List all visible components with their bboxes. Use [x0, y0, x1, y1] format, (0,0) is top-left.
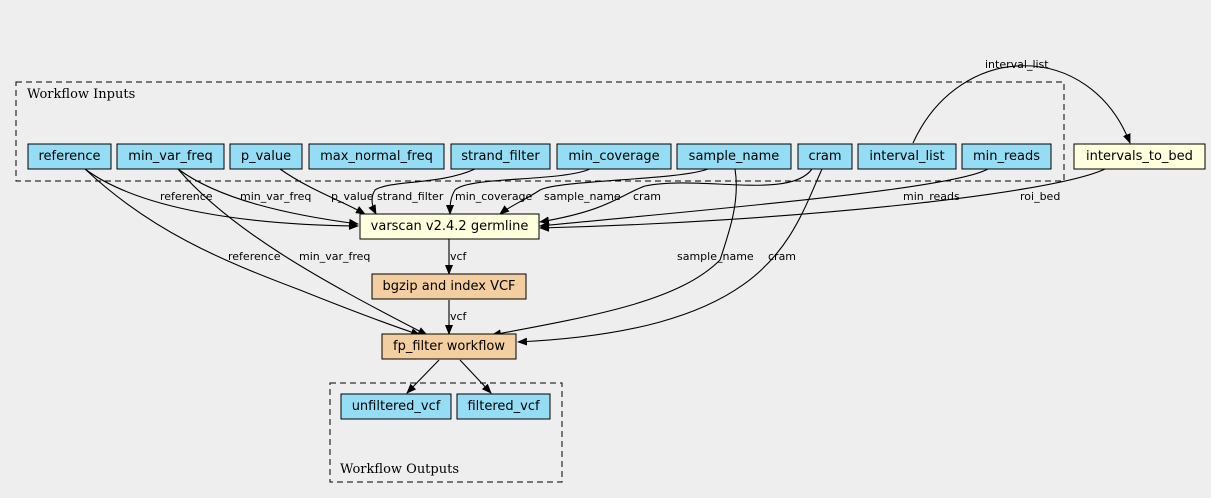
- edge-min-var-freq-to-varscan: [177, 168, 359, 227]
- input-node-min-reads[interactable]: min_reads: [961, 143, 1052, 170]
- workflow-inputs-cluster: Workflow Inputs: [15, 81, 1065, 182]
- node-label: sample_name: [689, 149, 780, 164]
- edge-strand-filter-to-varscan: [368, 168, 476, 215]
- edge-label-min-reads: min_reads: [903, 190, 960, 203]
- edge-p-value-to-varscan: [279, 168, 366, 215]
- edge-label-min-coverage: min_coverage: [455, 190, 533, 203]
- input-node-sample-name[interactable]: sample_name: [676, 143, 792, 170]
- edge-label-cram-2: cram: [768, 250, 796, 263]
- edge-reference-to-varscan: [84, 168, 359, 230]
- edge-label-min-var-freq-2: min_var_freq: [299, 250, 370, 263]
- node-label: cram: [808, 149, 841, 164]
- step-node-intervals-to-bed[interactable]: intervals_to_bed: [1073, 143, 1206, 170]
- edge-fp-filter-to-unfiltered-vcf: [406, 359, 440, 394]
- edge-label-min-var-freq: min_var_freq: [240, 190, 311, 203]
- edge-label-sample-name-2: sample_name: [677, 250, 754, 263]
- node-label: p_value: [241, 149, 291, 164]
- node-label: fp_filter workflow: [393, 339, 505, 354]
- step-node-varscan[interactable]: varscan v2.4.2 germline: [359, 213, 540, 240]
- edge-label-cram: cram: [633, 190, 661, 203]
- node-label: unfiltered_vcf: [352, 399, 441, 414]
- output-node-filtered-vcf[interactable]: filtered_vcf: [456, 393, 551, 420]
- node-label: bgzip and index VCF: [382, 279, 515, 294]
- edge-label-strand-filter: strand_filter: [377, 190, 444, 203]
- input-node-strand-filter[interactable]: strand_filter: [450, 143, 551, 170]
- edge-sample-name-to-varscan: [499, 168, 709, 215]
- edge-min-coverage-to-varscan: [446, 168, 591, 215]
- input-node-cram[interactable]: cram: [797, 143, 853, 170]
- edge-label-vcf: vcf: [450, 250, 468, 263]
- node-label: reference: [38, 149, 100, 164]
- input-node-reference[interactable]: reference: [27, 143, 112, 170]
- node-label: varscan v2.4.2 germline: [371, 219, 529, 234]
- edge-labels: interval_list reference min_var_freq p_v…: [160, 58, 1060, 323]
- step-node-fp-filter[interactable]: fp_filter workflow: [381, 333, 517, 360]
- node-label: filtered_vcf: [467, 399, 540, 414]
- node-label: min_coverage: [568, 149, 659, 164]
- edge-intervals-to-bed-to-varscan: [539, 168, 1106, 232]
- edge-cram-to-fp-filter: [517, 168, 823, 346]
- edge-interval-list-to-intervals-to-bed: [912, 65, 1131, 144]
- node-label: strand_filter: [461, 149, 540, 164]
- workflow-outputs-cluster: Workflow Outputs: [329, 382, 563, 483]
- input-node-p-value[interactable]: p_value: [229, 143, 303, 170]
- edge-fp-filter-to-filtered-vcf: [459, 359, 492, 394]
- edge-label-reference: reference: [160, 190, 213, 203]
- edge-sample-name-to-fp-filter: [491, 168, 737, 338]
- edge-reference-to-fp-filter: [84, 168, 421, 336]
- edges: [84, 65, 1131, 394]
- workflow-inputs-title: Workflow Inputs: [27, 87, 135, 102]
- edge-label-p-value: p_value: [331, 190, 374, 203]
- edge-label-sample-name: sample_name: [544, 190, 621, 203]
- step-node-bgzip[interactable]: bgzip and index VCF: [371, 273, 527, 300]
- node-label: intervals_to_bed: [1086, 149, 1193, 164]
- input-node-max-normal-freq[interactable]: max_normal_freq: [308, 143, 445, 170]
- input-node-min-coverage[interactable]: min_coverage: [556, 143, 672, 170]
- node-label: min_var_freq: [128, 149, 212, 164]
- edge-label-vcf-2: vcf: [450, 310, 468, 323]
- edge-cram-to-varscan: [539, 168, 813, 225]
- node-label: max_normal_freq: [320, 149, 433, 164]
- node-label: interval_list: [869, 149, 944, 164]
- input-node-interval-list[interactable]: interval_list: [857, 143, 957, 170]
- edge-label-roi-bed: roi_bed: [1020, 190, 1060, 203]
- edge-label-reference-2: reference: [228, 250, 281, 263]
- edge-label-interval-list: interval_list: [985, 58, 1049, 71]
- workflow-outputs-title: Workflow Outputs: [340, 462, 459, 477]
- output-node-unfiltered-vcf[interactable]: unfiltered_vcf: [340, 393, 452, 420]
- input-node-min-var-freq[interactable]: min_var_freq: [116, 143, 225, 170]
- edge-min-var-freq-to-fp-filter: [177, 168, 428, 336]
- node-label: min_reads: [973, 149, 1040, 164]
- edge-min-reads-to-varscan: [539, 168, 989, 230]
